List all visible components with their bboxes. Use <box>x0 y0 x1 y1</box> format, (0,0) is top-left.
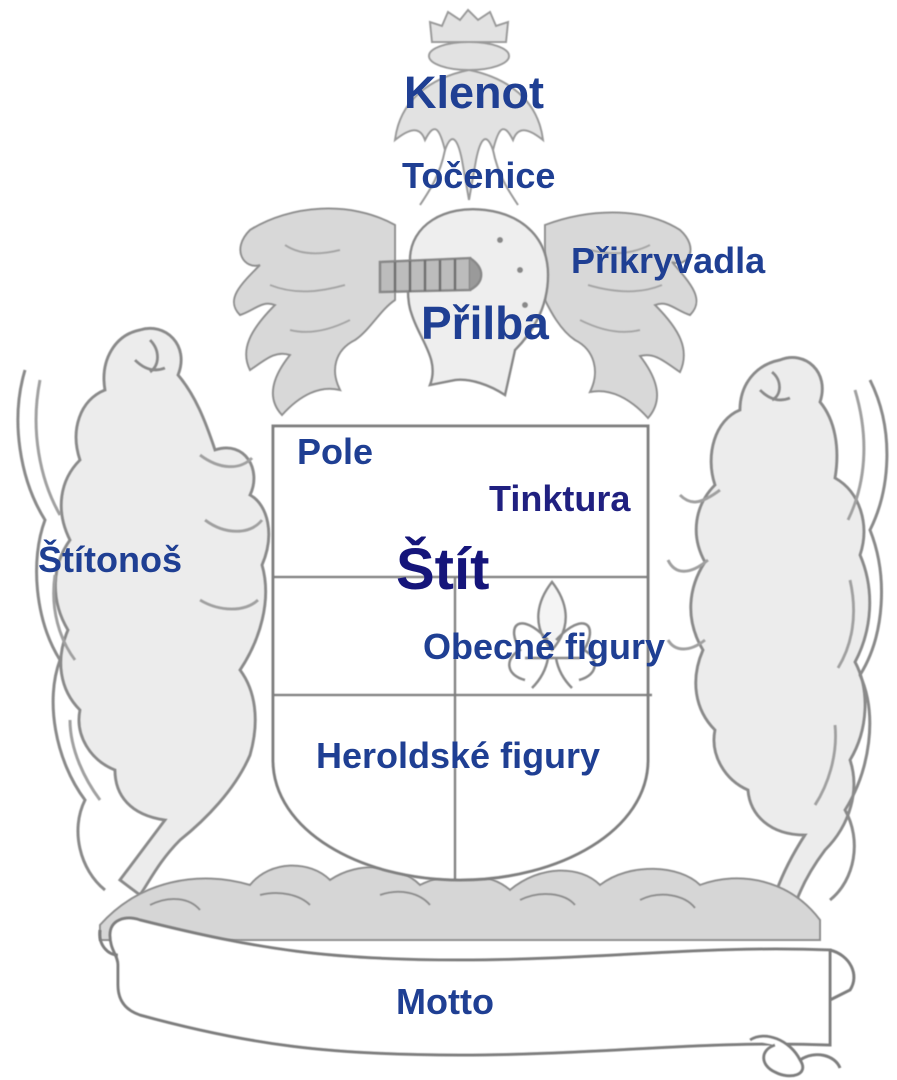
label-stit: Štít <box>396 541 489 599</box>
label-heroldske-figury: Heroldské figury <box>316 738 600 774</box>
label-obecne-figury: Obecné figury <box>423 629 665 665</box>
label-prikryvadla: Přikryvadla <box>571 243 765 279</box>
label-pole: Pole <box>297 434 373 470</box>
label-motto: Motto <box>396 984 494 1020</box>
label-prilba: Přilba <box>421 300 549 346</box>
label-klenot: Klenot <box>404 70 544 115</box>
mantling-icon <box>234 209 395 415</box>
label-tocenice: Točenice <box>402 158 555 194</box>
label-tinktura: Tinktura <box>489 481 630 517</box>
label-stitonos: Štítonoš <box>38 542 182 578</box>
lion-supporter-icon <box>668 358 887 905</box>
lion-supporter-icon <box>18 328 269 895</box>
